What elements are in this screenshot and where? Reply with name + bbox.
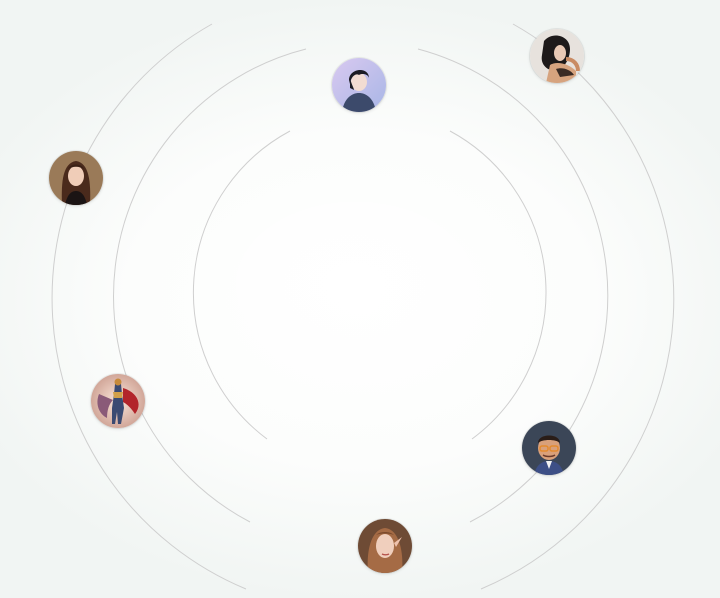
- avatar-top-right[interactable]: [530, 29, 584, 83]
- portrait-dark-hair-woman-icon: [530, 29, 584, 83]
- middle-orbit-ring: [113, 48, 307, 523]
- portrait-dark-hair-blue-shirt-icon: [332, 58, 386, 112]
- outer-orbit-ring-right: [480, 23, 675, 590]
- avatar-left[interactable]: [49, 151, 103, 205]
- avatar-bottom[interactable]: [358, 519, 412, 573]
- center-glow: [190, 170, 520, 400]
- avatar-lower-left[interactable]: [91, 374, 145, 428]
- avatar-top-center[interactable]: [332, 58, 386, 112]
- inner-orbit-ring: [192, 130, 291, 440]
- portrait-elf-woman-icon: [358, 519, 412, 573]
- warrior-figure-icon: [91, 374, 145, 428]
- avatar-lower-right[interactable]: [522, 421, 576, 475]
- portrait-brown-hair-woman-icon: [49, 151, 103, 205]
- cartoon-man-glasses-icon: [522, 421, 576, 475]
- outer-orbit-ring: [51, 23, 247, 590]
- inner-orbit-ring-right: [449, 130, 547, 440]
- middle-orbit-ring-right: [417, 48, 609, 523]
